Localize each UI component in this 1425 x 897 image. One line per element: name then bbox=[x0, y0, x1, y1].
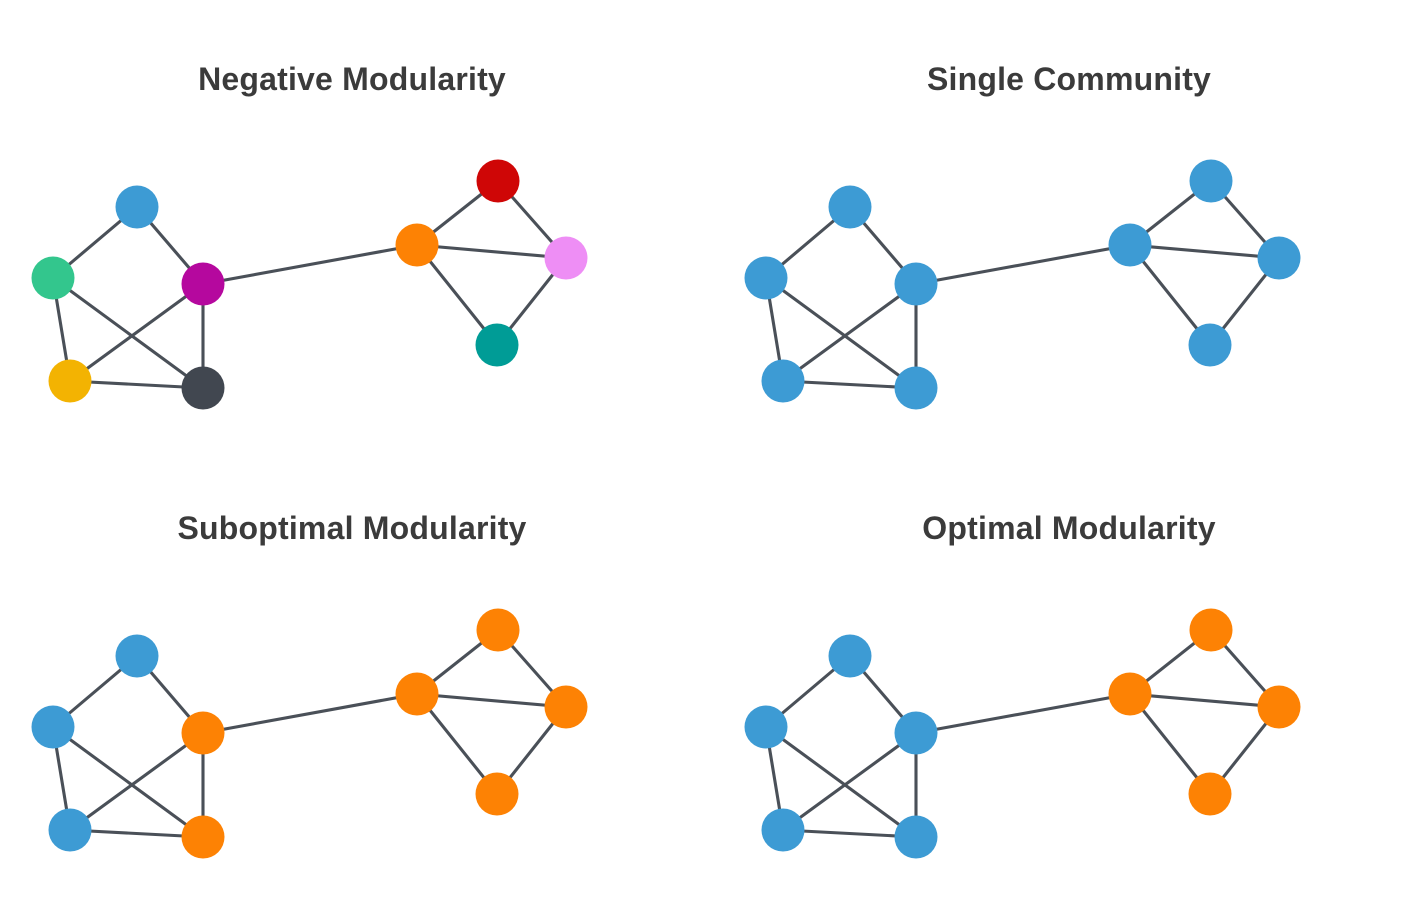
panel-title: Single Community bbox=[926, 61, 1212, 97]
node-pentagon-bottom-right[interactable] bbox=[181, 815, 225, 859]
edge-bottomleft-bottomright bbox=[68, 828, 205, 839]
node-diamond-left[interactable] bbox=[395, 223, 439, 267]
edge-bridge bbox=[914, 243, 1132, 286]
node-diamond-right[interactable] bbox=[1257, 685, 1301, 729]
node-diamond-top[interactable] bbox=[476, 608, 520, 652]
node-pentagon-top[interactable] bbox=[115, 634, 159, 678]
edge-bridge bbox=[201, 243, 419, 286]
graph-suboptimal-modularity bbox=[31, 608, 588, 859]
edge-hub-bottomleft bbox=[68, 282, 205, 383]
panel-title: Suboptimal Modularity bbox=[177, 510, 527, 546]
panel-suboptimal-modularity: Suboptimal Modularity bbox=[0, 449, 712, 897]
node-diamond-bottom[interactable] bbox=[475, 772, 519, 816]
edge-hub-bottomleft bbox=[781, 282, 918, 383]
edge-bottomleft-bottomright bbox=[781, 379, 918, 390]
edge-left-bottomright bbox=[51, 725, 205, 839]
edge-hub-bottomleft bbox=[68, 731, 205, 832]
node-diamond-top[interactable] bbox=[1189, 608, 1233, 652]
edge-left-bottomright bbox=[51, 276, 205, 390]
node-pentagon-bottom-right[interactable] bbox=[894, 815, 938, 859]
edge-dleft-dright bbox=[415, 692, 568, 709]
node-pentagon-left[interactable] bbox=[31, 705, 75, 749]
edge-bridge bbox=[201, 692, 419, 735]
node-diamond-top[interactable] bbox=[476, 159, 520, 203]
edge-bottomleft-bottomright bbox=[68, 379, 205, 390]
node-diamond-left[interactable] bbox=[1108, 672, 1152, 716]
edge-bottomleft-bottomright bbox=[781, 828, 918, 839]
node-layer bbox=[744, 608, 1301, 859]
edge-dleft-dright bbox=[1128, 692, 1281, 709]
graph-negative-modularity bbox=[31, 159, 588, 410]
panel-negative-modularity: Negative Modularity bbox=[0, 0, 712, 448]
node-pentagon-top[interactable] bbox=[828, 185, 872, 229]
edge-hub-bottomleft bbox=[781, 731, 918, 832]
node-diamond-right[interactable] bbox=[1257, 236, 1301, 280]
node-layer bbox=[744, 159, 1301, 410]
node-diamond-right[interactable] bbox=[544, 685, 588, 729]
node-layer bbox=[31, 159, 588, 410]
edge-dleft-dright bbox=[1128, 243, 1281, 260]
node-pentagon-bottom-right[interactable] bbox=[894, 366, 938, 410]
node-pentagon-top[interactable] bbox=[115, 185, 159, 229]
graph-single-community bbox=[744, 159, 1301, 410]
node-pentagon-hub[interactable] bbox=[894, 711, 938, 755]
node-diamond-left[interactable] bbox=[395, 672, 439, 716]
node-pentagon-bottom-left[interactable] bbox=[761, 359, 805, 403]
panel-title: Optimal Modularity bbox=[922, 510, 1216, 546]
panel-single-community: Single Community bbox=[713, 0, 1425, 448]
node-pentagon-hub[interactable] bbox=[894, 262, 938, 306]
node-diamond-bottom[interactable] bbox=[1188, 772, 1232, 816]
node-diamond-right[interactable] bbox=[544, 236, 588, 280]
edge-left-bottomright bbox=[764, 725, 918, 839]
node-pentagon-bottom-left[interactable] bbox=[761, 808, 805, 852]
node-diamond-bottom[interactable] bbox=[475, 323, 519, 367]
node-pentagon-left[interactable] bbox=[744, 705, 788, 749]
edge-dleft-dright bbox=[415, 243, 568, 260]
node-pentagon-top[interactable] bbox=[828, 634, 872, 678]
panel-optimal-modularity: Optimal Modularity bbox=[713, 449, 1425, 897]
node-pentagon-bottom-left[interactable] bbox=[48, 808, 92, 852]
node-pentagon-bottom-right[interactable] bbox=[181, 366, 225, 410]
node-pentagon-left[interactable] bbox=[31, 256, 75, 300]
graph-optimal-modularity bbox=[744, 608, 1301, 859]
edge-bridge bbox=[914, 692, 1132, 735]
node-layer bbox=[31, 608, 588, 859]
node-diamond-top[interactable] bbox=[1189, 159, 1233, 203]
panel-title: Negative Modularity bbox=[198, 61, 506, 97]
edge-left-bottomright bbox=[764, 276, 918, 390]
node-pentagon-hub[interactable] bbox=[181, 711, 225, 755]
node-pentagon-left[interactable] bbox=[744, 256, 788, 300]
node-pentagon-bottom-left[interactable] bbox=[48, 359, 92, 403]
node-pentagon-hub[interactable] bbox=[181, 262, 225, 306]
node-diamond-bottom[interactable] bbox=[1188, 323, 1232, 367]
node-diamond-left[interactable] bbox=[1108, 223, 1152, 267]
